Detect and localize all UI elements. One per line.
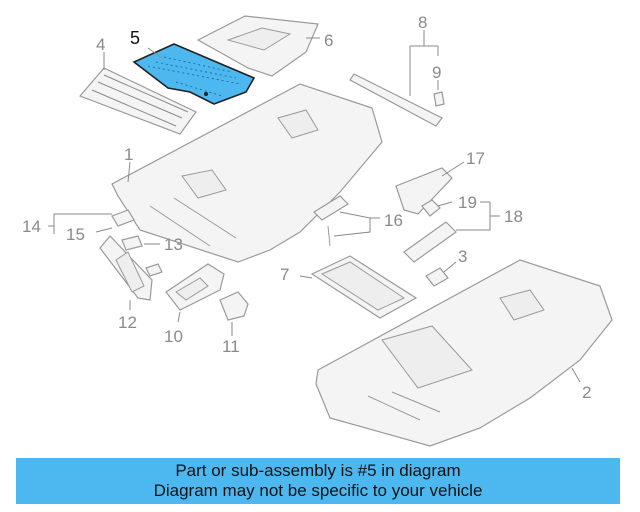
part-12-visor xyxy=(99,235,163,310)
callout-9: 9 xyxy=(432,63,441,82)
part-3-clip xyxy=(425,261,457,287)
headliner-2 xyxy=(315,259,613,447)
callout-17: 17 xyxy=(466,149,485,168)
part-19-clip xyxy=(421,199,453,217)
callout-14: 14 xyxy=(22,217,41,236)
callout-2: 2 xyxy=(582,383,591,402)
part-18-bracket xyxy=(403,201,500,263)
part-10-lamp xyxy=(165,263,225,323)
callout-19: 19 xyxy=(458,193,477,212)
part-9-clip xyxy=(433,80,445,107)
callout-16: 16 xyxy=(384,211,403,230)
part-17-bracket xyxy=(395,161,465,215)
part-7-frame xyxy=(299,255,418,319)
callout-10: 10 xyxy=(164,327,183,346)
callout-13: 13 xyxy=(164,235,183,254)
callout-5: 5 xyxy=(130,28,140,48)
part-6-panel xyxy=(196,15,319,77)
callout-7: 7 xyxy=(280,265,289,284)
info-banner: Part or sub-assembly is #5 in diagram Di… xyxy=(16,458,620,504)
headliner-1 xyxy=(111,83,383,263)
callout-8: 8 xyxy=(418,13,427,32)
part-8-rail xyxy=(349,30,443,127)
part-4-panel xyxy=(78,67,197,135)
banner-line-1: Part or sub-assembly is #5 in diagram xyxy=(175,461,461,480)
part-15-clip xyxy=(48,209,135,234)
callout-18: 18 xyxy=(504,207,523,226)
callout-4: 4 xyxy=(96,35,105,54)
callout-1: 1 xyxy=(124,145,133,164)
callout-3: 3 xyxy=(458,247,467,266)
part-5-panel-highlighted xyxy=(132,43,256,105)
part-13-clip xyxy=(121,235,160,251)
part-11-lamp xyxy=(219,291,249,336)
callout-11: 11 xyxy=(222,337,240,356)
callout-6: 6 xyxy=(324,31,333,50)
callout-12: 12 xyxy=(118,313,137,332)
callout-15: 15 xyxy=(66,225,85,244)
banner-line-2: Diagram may not be specific to your vehi… xyxy=(153,481,483,500)
part-16-handle xyxy=(313,195,380,247)
